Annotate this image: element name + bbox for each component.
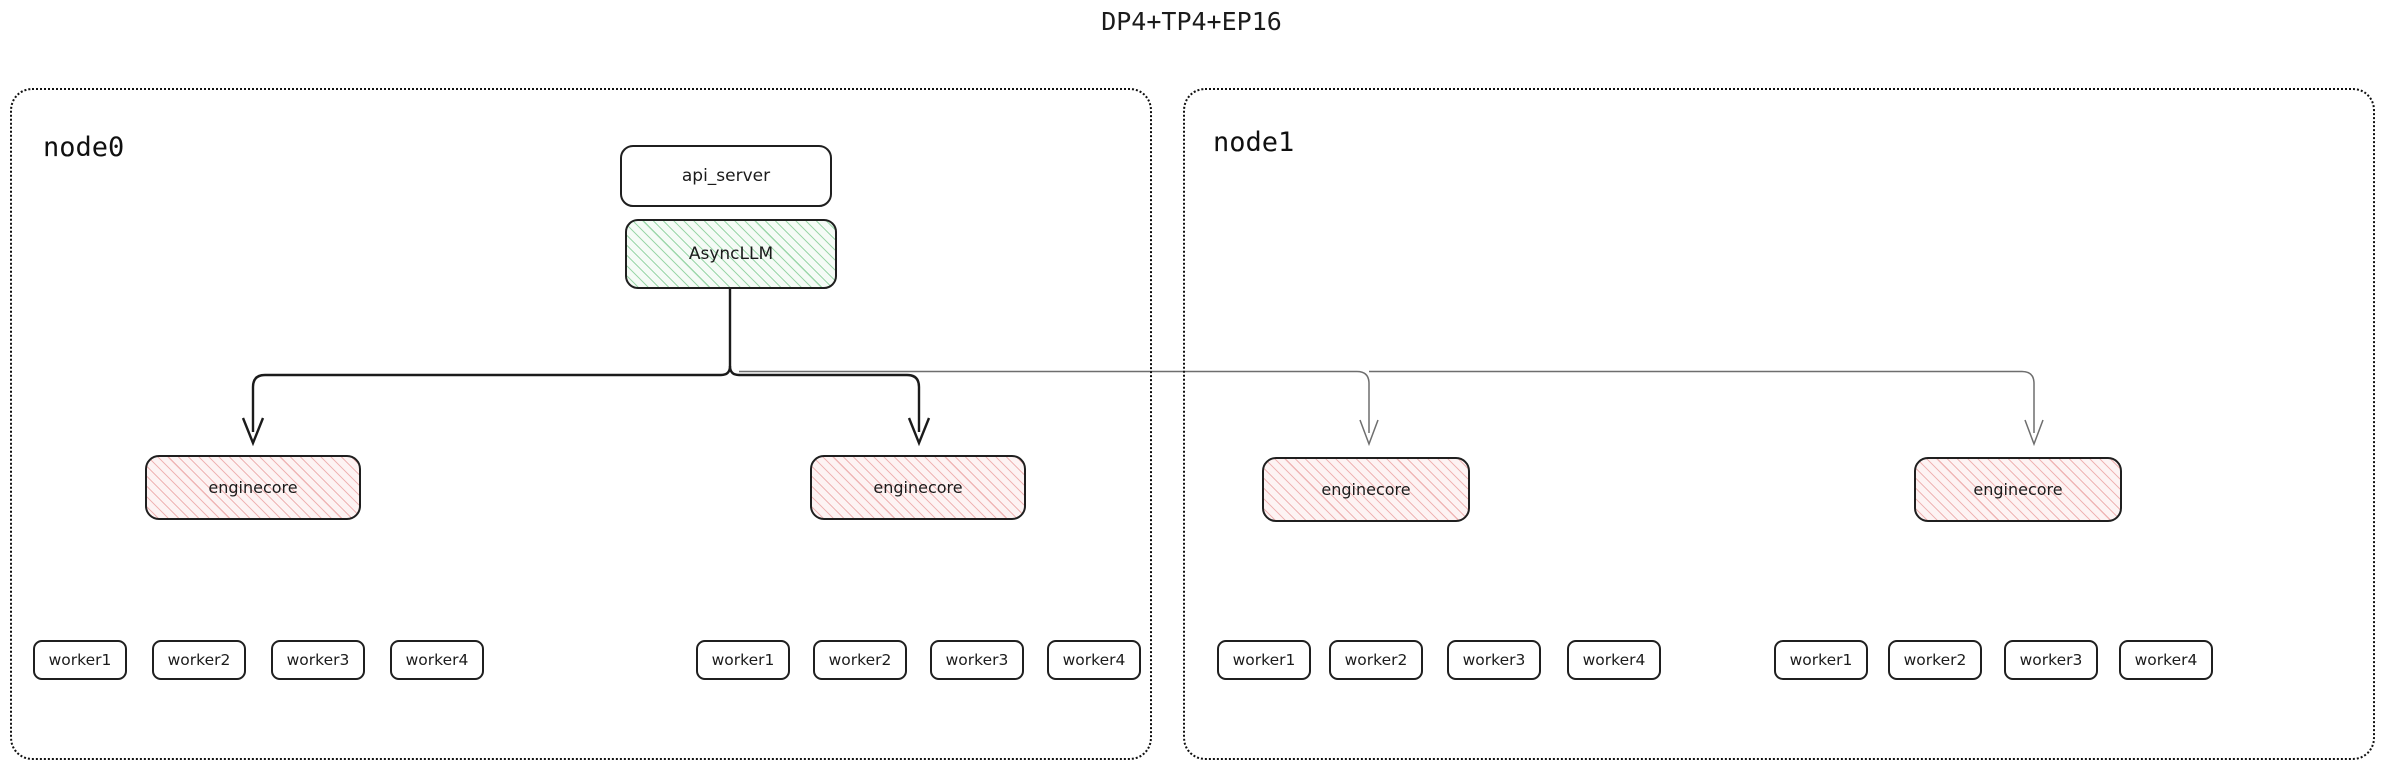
worker-box[interactable]: worker1: [696, 640, 790, 680]
worker-label: worker2: [167, 651, 231, 669]
node-container-node0: [10, 88, 1152, 760]
worker-box[interactable]: worker2: [152, 640, 246, 680]
worker-box[interactable]: worker3: [1447, 640, 1541, 680]
worker-box[interactable]: worker1: [33, 640, 127, 680]
worker-box[interactable]: worker2: [1329, 640, 1423, 680]
worker-label: worker4: [405, 651, 469, 669]
worker-box[interactable]: worker4: [2119, 640, 2213, 680]
async-llm-box[interactable]: AsyncLLM: [625, 219, 837, 289]
worker-label: worker4: [2134, 651, 2198, 669]
enginecore-box-node0-1[interactable]: enginecore: [145, 455, 361, 520]
worker-box[interactable]: worker1: [1774, 640, 1868, 680]
worker-label: worker3: [2019, 651, 2083, 669]
enginecore-label: enginecore: [1321, 480, 1411, 499]
worker-box[interactable]: worker3: [2004, 640, 2098, 680]
worker-label: worker3: [945, 651, 1009, 669]
enginecore-label: enginecore: [208, 478, 298, 497]
diagram-title: DP4+TP4+EP16: [1101, 7, 1282, 36]
worker-label: worker2: [1903, 651, 1967, 669]
worker-label: worker3: [1462, 651, 1526, 669]
worker-label: worker2: [1344, 651, 1408, 669]
worker-box[interactable]: worker4: [390, 640, 484, 680]
enginecore-label: enginecore: [1973, 480, 2063, 499]
worker-label: worker1: [1789, 651, 1853, 669]
async-llm-label: AsyncLLM: [688, 244, 774, 264]
worker-box[interactable]: worker3: [271, 640, 365, 680]
worker-label: worker1: [48, 651, 112, 669]
enginecore-box-node1-1[interactable]: enginecore: [1262, 457, 1470, 522]
worker-label: worker2: [828, 651, 892, 669]
enginecore-label: enginecore: [873, 478, 963, 497]
enginecore-box-node1-2[interactable]: enginecore: [1914, 457, 2122, 522]
node-label-node1: node1: [1213, 127, 1295, 158]
node-container-node1: [1183, 88, 2375, 760]
worker-box[interactable]: worker4: [1567, 640, 1661, 680]
worker-label: worker1: [1232, 651, 1296, 669]
worker-box[interactable]: worker4: [1047, 640, 1141, 680]
worker-label: worker4: [1062, 651, 1126, 669]
worker-label: worker3: [286, 651, 350, 669]
worker-box[interactable]: worker3: [930, 640, 1024, 680]
worker-label: worker4: [1582, 651, 1646, 669]
node-label-node0: node0: [43, 132, 125, 163]
worker-box[interactable]: worker2: [1888, 640, 1982, 680]
worker-label: worker1: [711, 651, 775, 669]
worker-box[interactable]: worker1: [1217, 640, 1311, 680]
api-server-box[interactable]: api_server: [620, 145, 832, 207]
enginecore-box-node0-2[interactable]: enginecore: [810, 455, 1026, 520]
api-server-label: api_server: [681, 166, 771, 186]
worker-box[interactable]: worker2: [813, 640, 907, 680]
